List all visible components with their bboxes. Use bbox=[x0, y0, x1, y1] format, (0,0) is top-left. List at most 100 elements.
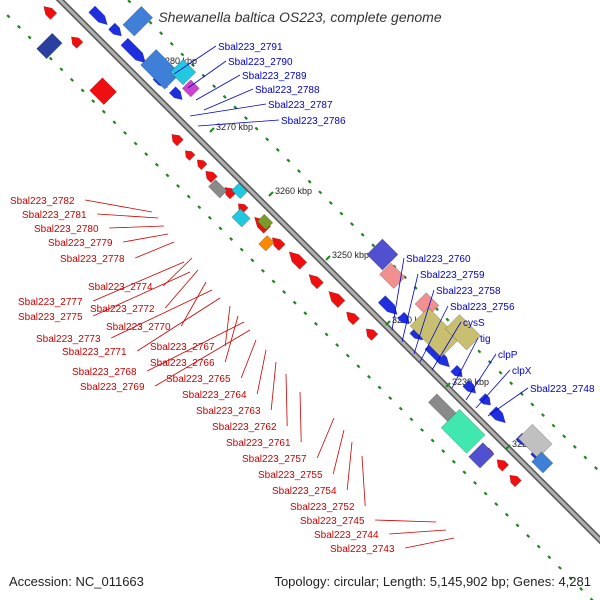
reverse-gene-arrow[interactable] bbox=[202, 168, 218, 184]
reverse-gene-arrow[interactable] bbox=[286, 248, 308, 270]
reverse-label-leader bbox=[256, 349, 267, 395]
feature-block bbox=[181, 79, 200, 98]
reverse-label-leader bbox=[332, 429, 345, 475]
forward-gene-arrow[interactable] bbox=[478, 393, 494, 409]
tick-mark bbox=[530, 402, 535, 407]
reverse-gene-label[interactable]: Sbal223_2754 bbox=[272, 486, 337, 497]
forward-gene-label[interactable]: tig bbox=[480, 334, 491, 345]
forward-gene-label[interactable]: Sbal223_2756 bbox=[450, 302, 515, 313]
reverse-gene-label[interactable]: Sbal223_2778 bbox=[60, 254, 125, 265]
tick-mark bbox=[335, 343, 340, 348]
tick-mark bbox=[154, 162, 159, 167]
reverse-gene-label[interactable]: Sbal223_2780 bbox=[34, 224, 99, 235]
reverse-gene-arrow[interactable] bbox=[363, 326, 379, 341]
reverse-gene-label[interactable]: Sbal223_2757 bbox=[242, 454, 307, 465]
reverse-gene-arrow[interactable] bbox=[343, 309, 360, 326]
reverse-gene-arrow[interactable] bbox=[68, 34, 84, 49]
feature-block bbox=[208, 179, 228, 199]
forward-gene-arrow[interactable] bbox=[377, 295, 401, 319]
tick-mark bbox=[445, 317, 450, 322]
feature-block bbox=[366, 238, 399, 271]
forward-gene-arrow[interactable] bbox=[424, 341, 453, 370]
forward-gene-label[interactable]: Sbal223_2791 bbox=[218, 42, 283, 53]
forward-gene-label[interactable]: Sbal223_2788 bbox=[255, 85, 320, 96]
tick-mark bbox=[536, 544, 541, 549]
reverse-gene-arrow[interactable] bbox=[306, 271, 324, 290]
reverse-gene-label[interactable]: Sbal223_2745 bbox=[300, 516, 365, 527]
forward-gene-arrow[interactable] bbox=[88, 5, 111, 28]
reverse-gene-label[interactable]: Sbal223_2764 bbox=[182, 390, 247, 401]
forward-gene-label[interactable]: Sbal223_2789 bbox=[242, 71, 307, 82]
reverse-gene-label[interactable]: Sbal223_2769 bbox=[80, 382, 145, 393]
tick-mark bbox=[371, 243, 376, 248]
reverse-gene-label[interactable]: Sbal223_2768 bbox=[72, 367, 137, 378]
forward-gene-arrow[interactable] bbox=[168, 86, 185, 103]
forward-gene-arrow[interactable] bbox=[397, 311, 413, 327]
tick-mark bbox=[48, 56, 53, 61]
reverse-gene-label[interactable]: Sbal223_2752 bbox=[290, 502, 355, 513]
reverse-gene-arrow-shape bbox=[171, 134, 184, 147]
reverse-label-leader bbox=[135, 241, 175, 259]
tick-mark bbox=[498, 370, 503, 375]
scale-tick bbox=[445, 382, 451, 388]
tick-mark bbox=[367, 374, 371, 379]
reverse-gene-label[interactable]: Sbal223_2775 bbox=[18, 312, 83, 323]
forward-gene-label[interactable]: Sbal223_2758 bbox=[436, 286, 501, 297]
reverse-gene-label[interactable]: Sbal223_2779 bbox=[48, 238, 113, 249]
tick-mark bbox=[441, 449, 446, 454]
reverse-gene-arrow[interactable] bbox=[41, 3, 58, 20]
forward-gene-arrow[interactable] bbox=[120, 37, 149, 66]
reverse-gene-label[interactable]: Sbal223_2761 bbox=[226, 438, 291, 449]
tick-mark bbox=[112, 120, 117, 125]
reverse-gene-label[interactable]: Sbal223_2766 bbox=[150, 358, 215, 369]
forward-gene-label[interactable]: Sbal223_2760 bbox=[406, 254, 471, 265]
forward-gene-label[interactable]: Sbal223_2759 bbox=[420, 270, 485, 281]
reverse-gene-label[interactable]: Sbal223_2763 bbox=[196, 406, 261, 417]
reverse-gene-label[interactable]: Sbal223_2781 bbox=[22, 210, 87, 221]
reverse-gene-arrow[interactable] bbox=[494, 456, 510, 472]
reverse-gene-arrow[interactable] bbox=[325, 288, 346, 308]
tick-mark bbox=[483, 491, 488, 496]
forward-gene-label[interactable]: cysS bbox=[463, 318, 485, 329]
reverse-gene-label[interactable]: Sbal223_2773 bbox=[36, 334, 101, 345]
reverse-gene-label[interactable]: Sbal223_2767 bbox=[150, 342, 215, 353]
reverse-gene-label[interactable]: Sbal223_2777 bbox=[18, 297, 83, 308]
forward-gene-label[interactable]: clpX bbox=[512, 366, 532, 377]
forward-gene-arrow[interactable] bbox=[488, 406, 509, 427]
tick-mark bbox=[318, 190, 323, 195]
reverse-gene-label[interactable]: Sbal223_2743 bbox=[330, 544, 395, 555]
tick-mark bbox=[303, 311, 308, 316]
reverse-label-leader bbox=[162, 257, 193, 287]
reverse-gene-label[interactable]: Sbal223_2755 bbox=[258, 470, 323, 481]
reverse-gene-label[interactable]: Sbal223_2782 bbox=[10, 196, 75, 207]
reverse-gene-label[interactable]: Sbal223_2771 bbox=[62, 347, 127, 358]
forward-label-leader bbox=[431, 321, 462, 371]
tick-mark bbox=[17, 24, 21, 29]
tick-mark bbox=[350, 222, 355, 227]
reverse-gene-arrow[interactable] bbox=[194, 157, 208, 171]
forward-gene-label[interactable]: clpP bbox=[498, 350, 518, 361]
reverse-gene-label[interactable]: Sbal223_2765 bbox=[166, 374, 231, 385]
backbone-shadow bbox=[55, 0, 600, 545]
reverse-gene-label[interactable]: Sbal223_2762 bbox=[212, 422, 277, 433]
forward-gene-label[interactable]: Sbal223_2786 bbox=[281, 116, 346, 127]
forward-gene-arrow-shape bbox=[397, 311, 410, 325]
tick-mark bbox=[212, 84, 217, 89]
reverse-gene-label[interactable]: Sbal223_2770 bbox=[106, 322, 171, 333]
forward-gene-label[interactable]: Sbal223_2787 bbox=[268, 100, 333, 111]
reverse-gene-label[interactable]: Sbal223_2744 bbox=[314, 530, 379, 541]
reverse-gene-label[interactable]: Sbal223_2774 bbox=[88, 282, 153, 293]
forward-gene-label[interactable]: Sbal223_2790 bbox=[228, 57, 293, 68]
reverse-gene-label[interactable]: Sbal223_2772 bbox=[90, 304, 155, 315]
forward-gene-arrow[interactable] bbox=[108, 22, 124, 39]
forward-gene-label[interactable]: Sbal223_2748 bbox=[530, 384, 595, 395]
reverse-gene-arrow[interactable] bbox=[182, 148, 196, 161]
forward-gene-arrow-shape bbox=[108, 22, 122, 37]
tick-mark bbox=[275, 147, 280, 152]
reverse-gene-arrow-shape bbox=[71, 36, 84, 49]
reverse-gene-arrow[interactable] bbox=[169, 131, 184, 147]
tick-mark bbox=[477, 349, 482, 354]
reverse-gene-arrow[interactable] bbox=[507, 472, 522, 488]
backbone-line bbox=[57, 0, 600, 543]
tick-mark bbox=[515, 523, 520, 528]
